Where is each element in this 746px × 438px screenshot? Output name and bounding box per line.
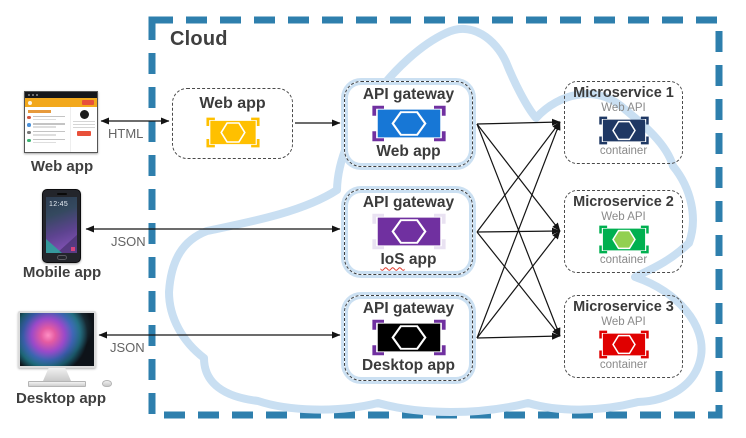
hexagon: [611, 334, 636, 354]
api-gateway-app-label: IoS app: [380, 250, 437, 268]
microservice-api-label: Web API: [601, 101, 646, 114]
phone-speaker: [56, 193, 67, 195]
web-app-node-title: Web app: [199, 95, 266, 112]
client-label-mobile-app: Mobile app: [22, 264, 102, 281]
mobile-phone-thumbnail: 12:45: [42, 189, 81, 263]
api-gateway-title: API gateway: [362, 194, 455, 211]
desktop-keyboard: [28, 381, 86, 387]
desktop-stand: [43, 368, 71, 381]
container-body: [377, 109, 440, 137]
client-label-desktop-app: Desktop app: [15, 390, 106, 407]
container-icon-web-app: [205, 117, 260, 148]
api-gateway-ios-node: API gateway IoS app: [344, 189, 473, 275]
container-body: [209, 120, 256, 145]
api-gateway-app-label: Web app: [376, 142, 441, 160]
browser-post-list: [25, 107, 70, 152]
arrow-gw2-ms1: [476, 121, 561, 233]
protocol-label-html: HTML: [108, 126, 144, 141]
arrow-gw2-ms2: [476, 227, 561, 235]
browser-navbar: [25, 98, 97, 107]
microservice-container-label: container: [599, 253, 648, 266]
avatar: [79, 110, 89, 119]
api-gateway-title: API gateway: [362, 86, 455, 103]
desktop-computer-thumbnail: [16, 311, 112, 389]
microservice-title: Microservice 3: [573, 299, 674, 315]
container-icon-microservice-2: [598, 225, 649, 254]
hexagon: [219, 122, 246, 143]
protocol-label-json-desktop: JSON: [110, 340, 145, 355]
container-icon-gateway-ios: [371, 213, 446, 249]
browser-content: [25, 107, 97, 152]
desktop-mouse: [102, 380, 112, 387]
api-gateway-title: API gateway: [362, 300, 455, 317]
container-body: [377, 323, 440, 351]
container-icon-gateway-desktop: [371, 319, 446, 355]
client-label-web-app: Web app: [30, 158, 94, 175]
microservice-title: Microservice 1: [573, 85, 674, 101]
cloud-region-title: Cloud: [170, 28, 228, 50]
web-browser-thumbnail: [24, 91, 98, 153]
site-logo-icon: [28, 100, 32, 105]
arrow-gw2-ms3: [476, 231, 561, 337]
microservice-3-node: Microservice 3 Web API container: [564, 295, 683, 378]
container-icon-microservice-1: [598, 116, 649, 145]
microservice-api-label: Web API: [601, 315, 646, 328]
microservice-container-label: container: [599, 144, 648, 157]
container-body: [602, 119, 645, 142]
phone-screen-accent: [71, 247, 75, 251]
hexagon: [611, 120, 636, 140]
hexagon: [390, 110, 427, 136]
microservice-2-node: Microservice 2 Web API container: [564, 190, 683, 273]
arrow-gw3-ms2: [476, 230, 561, 339]
container-body: [602, 333, 645, 356]
microservice-api-label: Web API: [601, 210, 646, 223]
api-gateway-desktop-node: API gateway Desktop app: [344, 295, 473, 381]
hexagon: [390, 324, 427, 350]
container-icon-gateway-web: [371, 105, 446, 141]
phone-home-button: [56, 255, 67, 260]
microservice-1-node: Microservice 1 Web API container: [564, 81, 683, 164]
microservice-title: Microservice 2: [573, 194, 674, 210]
arrow-gw1-ms2: [476, 123, 561, 232]
phone-screen: 12:45: [46, 197, 77, 253]
api-gateway-app-label: Desktop app: [361, 356, 455, 374]
site-signup-button-thumb: [82, 100, 94, 105]
browser-sidebar: [70, 107, 97, 152]
arrow-gw3-ms1: [476, 121, 561, 339]
arrow-gw1-ms1: [476, 118, 561, 126]
api-gateway-web-node: API gateway Web app: [344, 81, 473, 167]
microservice-container-label: container: [599, 358, 648, 371]
phone-clock: 12:45: [49, 201, 69, 208]
misspelled-word: IoS: [380, 250, 405, 268]
container-icon-microservice-3: [598, 330, 649, 359]
protocol-label-json-mobile: JSON: [111, 234, 146, 249]
desktop-screen: [18, 311, 96, 368]
hexagon: [611, 229, 636, 249]
web-app-node: Web app: [172, 88, 293, 159]
arrow-gw3-ms3: [476, 332, 561, 340]
hexagon: [390, 218, 427, 244]
arrow-gw1-ms3: [476, 123, 561, 337]
container-body: [377, 217, 440, 245]
sidebar-button-thumb: [77, 131, 91, 136]
browser-titlebar: [25, 92, 97, 98]
